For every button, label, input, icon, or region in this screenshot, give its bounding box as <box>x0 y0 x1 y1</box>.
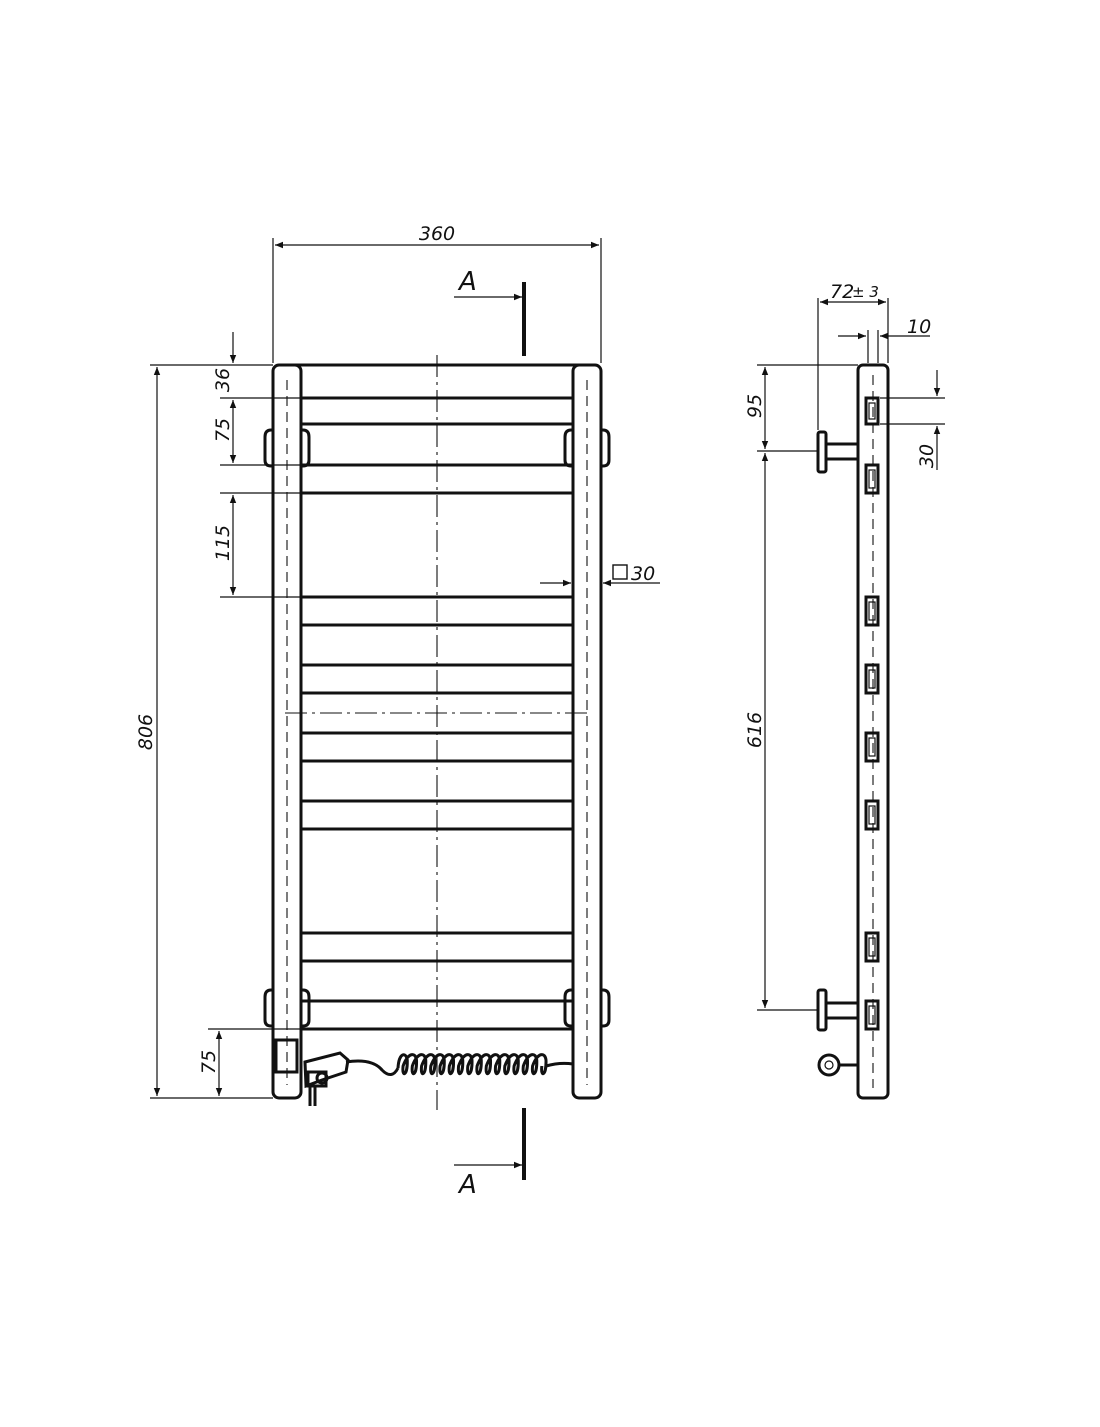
section-marker-bottom: A <box>454 1108 526 1200</box>
dimension-wall-depth: 72 ± 3 <box>817 281 889 430</box>
slot <box>864 463 880 495</box>
bottom-offset-value: 75 <box>198 1050 220 1074</box>
side-slots <box>864 396 880 1031</box>
section-label-bottom: A <box>457 1170 477 1200</box>
dimension-side-top: 95 <box>744 364 858 452</box>
heating-element-box <box>274 1038 299 1074</box>
dimension-thickness: 10 <box>838 316 931 363</box>
slot <box>864 731 880 763</box>
second-gap-value: 115 <box>212 525 234 561</box>
rung <box>301 595 573 627</box>
slot <box>864 595 880 627</box>
slot <box>864 931 880 963</box>
left-vertical-tube <box>271 363 303 1100</box>
wall-depth-value: 72 <box>830 281 854 303</box>
dimension-slot: 30 <box>880 370 945 470</box>
section-label-top: A <box>457 267 477 297</box>
wall-depth-tolerance: ± 3 <box>852 283 879 301</box>
side-tube <box>856 363 890 1100</box>
slot <box>864 799 880 831</box>
thickness-value: 10 <box>907 316 931 338</box>
spiral-cable-icon <box>345 1053 574 1076</box>
tube-square-value: 30 <box>631 563 655 585</box>
dimension-bottom: 75 <box>198 1028 300 1096</box>
first-gap-value: 75 <box>212 418 234 442</box>
slot-value: 30 <box>916 444 938 468</box>
width-value: 360 <box>419 223 455 245</box>
plug-icon <box>303 1051 350 1106</box>
slot <box>864 396 880 426</box>
side-plug-icon <box>817 1053 858 1077</box>
dimension-tube-square: 30 <box>540 563 660 587</box>
top-offset-value: 36 <box>212 368 234 392</box>
front-brackets <box>263 428 611 1028</box>
slot <box>864 663 880 695</box>
height-value: 806 <box>135 714 157 750</box>
right-vertical-tube <box>571 363 603 1100</box>
side-top-value: 95 <box>744 394 766 418</box>
front-view: A A 360 806 3 <box>135 223 660 1200</box>
side-view: 72 ± 3 10 95 30 <box>744 281 945 1100</box>
side-bracket-bottom <box>816 988 860 1032</box>
square-symbol-icon <box>612 564 628 580</box>
side-bracket-top <box>816 430 860 474</box>
dimension-bracket-spacing: 616 <box>744 453 818 1011</box>
dimension-height: 806 <box>135 364 273 1099</box>
section-marker-top: A <box>454 267 526 356</box>
bracket-spacing-value: 616 <box>744 712 766 748</box>
dimension-width: 360 <box>272 223 602 363</box>
dimension-chain-top: 36 75 115 <box>212 332 300 598</box>
slot <box>864 999 880 1031</box>
